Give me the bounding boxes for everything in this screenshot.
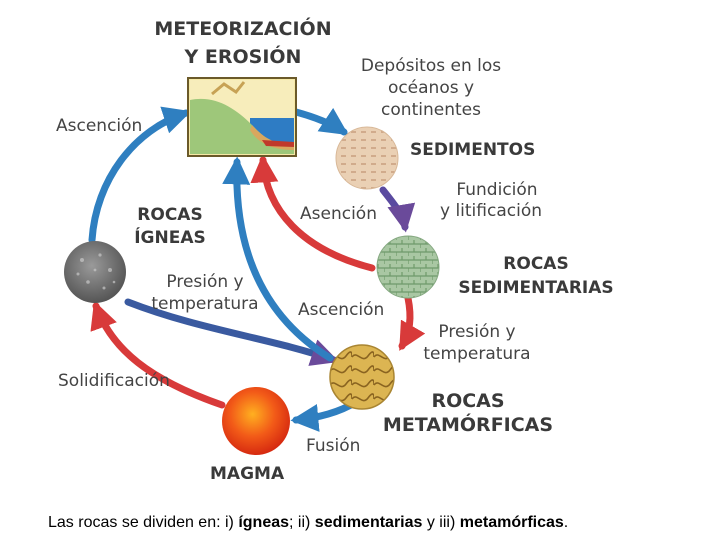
- label-deposits-line1: Depósitos en los: [360, 56, 502, 76]
- sediment-icon: [335, 126, 399, 190]
- caption-suffix: .: [563, 514, 569, 531]
- label-lithification-line2: y litificación: [439, 201, 543, 221]
- arrow-asencion: [250, 154, 376, 272]
- caption-sep1: ; ii): [289, 514, 315, 531]
- label-weathering-line1: METEORIZACIÓN: [154, 18, 332, 40]
- label-deposits-line3: continentes: [381, 100, 481, 120]
- caption-prefix: Las rocas se dividen en: i): [48, 514, 239, 531]
- weathering-landscape-icon: [187, 77, 297, 157]
- caption-igneas: ígneas: [238, 514, 290, 531]
- label-metamorphic-line1: ROCAS: [431, 390, 505, 412]
- caption-metamorficas: metamórficas: [459, 514, 564, 531]
- arrow-ascension-mid: [222, 156, 334, 362]
- rock-cycle-diagram: [64, 77, 440, 455]
- label-sediments: SEDIMENTOS: [410, 140, 536, 160]
- arrow-ascension-left: [88, 106, 192, 244]
- label-sedimentary-line2: SEDIMENTARIAS: [458, 278, 614, 298]
- label-igneous-line1: ROCAS: [137, 205, 203, 225]
- label-pressure-right-line1: Presión y: [438, 322, 516, 342]
- arrow-erosion-to-sediments: [292, 107, 349, 136]
- magma-icon: [222, 387, 290, 455]
- label-fusion: Fusión: [306, 436, 361, 456]
- label-magma: MAGMA: [210, 464, 285, 484]
- caption: Las rocas se dividen en: i) ígneas; ii) …: [48, 514, 568, 532]
- label-deposits-line2: océanos y: [387, 78, 475, 98]
- arrow-pressure-right: [398, 294, 426, 351]
- igneous-rock-icon: [64, 241, 126, 303]
- label-ascension-left: Ascención: [56, 116, 143, 136]
- arrow-solidification: [90, 300, 226, 409]
- label-weathering-line2: Y EROSIÓN: [184, 46, 302, 68]
- label-ascension-mid: Ascención: [298, 300, 385, 320]
- caption-sedimentarias: sedimentarias: [314, 514, 423, 531]
- label-pressure-left-line1: Presión y: [166, 272, 244, 292]
- label-pressure-right-line2: temperatura: [423, 344, 531, 364]
- caption-sep2: y iii): [422, 514, 460, 531]
- arrow-pressure-left: [124, 298, 340, 366]
- label-pressure-left-line2: temperatura: [151, 294, 259, 314]
- label-metamorphic-line2: METAMÓRFICAS: [382, 414, 554, 436]
- label-sedimentary-line1: ROCAS: [503, 254, 569, 274]
- label-lithification-line1: Fundición: [456, 180, 538, 200]
- label-igneous-line2: ÍGNEAS: [134, 228, 206, 248]
- label-asencion: Asención: [300, 204, 377, 224]
- cycle-arrows: [88, 106, 426, 432]
- sedimentary-rock-icon: [376, 235, 440, 299]
- arrow-lithification: [379, 186, 416, 233]
- metamorphic-rock-icon: [329, 344, 395, 410]
- label-solidification: Solidificación: [58, 371, 170, 391]
